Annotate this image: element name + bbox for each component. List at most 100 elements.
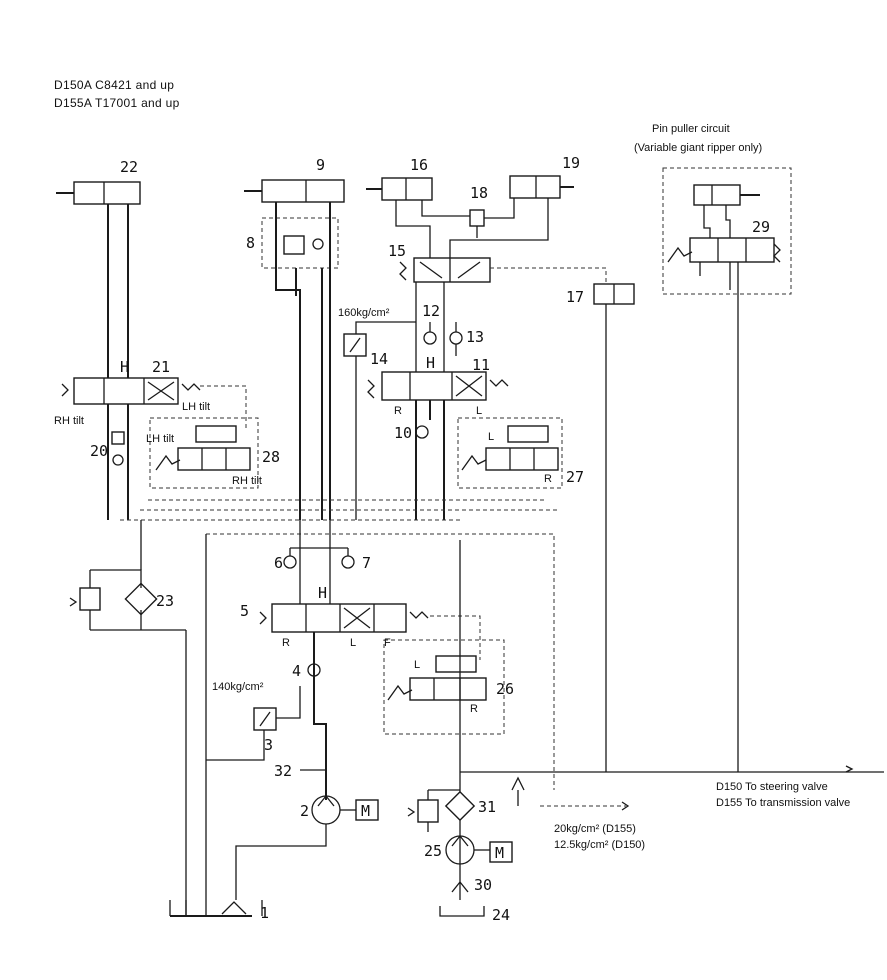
- motor-2-label: M: [361, 802, 370, 820]
- label-24: 24: [492, 906, 510, 924]
- check-valve-6: [283, 555, 297, 569]
- label-H-21: H: [120, 358, 129, 376]
- label-R-26: R: [470, 703, 478, 715]
- pin-puller-title: Pin puller circuit: [652, 123, 730, 135]
- outlet-d155: D155 To transmission valve: [716, 797, 850, 809]
- label-R-5: R: [282, 637, 290, 649]
- label-31: 31: [478, 798, 496, 816]
- label-H-11: H: [426, 354, 435, 372]
- throttle-valve-18: [469, 209, 485, 238]
- label-20: 20: [90, 442, 108, 460]
- label-4: 4: [292, 662, 301, 680]
- label-L-5: L: [350, 637, 356, 649]
- label-25: 25: [424, 842, 442, 860]
- label-L-11: L: [476, 405, 482, 417]
- tank-strainer-1: [221, 901, 247, 915]
- motor-25-label: M: [495, 844, 504, 862]
- label-9: 9: [316, 156, 325, 174]
- label-L-26: L: [414, 659, 420, 671]
- label-12: 12: [422, 302, 440, 320]
- check-valve-4: [307, 663, 321, 677]
- pin-puller-subtitle: (Variable giant ripper only): [634, 142, 762, 154]
- label-22: 22: [120, 158, 138, 176]
- check-valve-7: [341, 555, 355, 569]
- label-7: 7: [362, 554, 371, 572]
- valve-28-boundary: [149, 417, 259, 489]
- label-R-11: R: [394, 405, 402, 417]
- label-28: 28: [262, 448, 280, 466]
- label-13: 13: [466, 328, 484, 346]
- cylinder-22: [56, 181, 141, 205]
- label-3: 3: [264, 736, 273, 754]
- valve-15: [399, 257, 491, 283]
- label-5: 5: [240, 602, 249, 620]
- control-valve-11: [367, 371, 509, 401]
- label-lh-tilt: LH tilt: [182, 401, 210, 413]
- relief-valve-23: [69, 587, 101, 611]
- label-1: 1: [260, 904, 269, 922]
- label-lh-tilt-28: LH tilt: [146, 433, 174, 445]
- strainer-30: [451, 880, 469, 893]
- label-18: 18: [470, 184, 488, 202]
- cylinder-9: [244, 179, 345, 203]
- label-2: 2: [300, 802, 309, 820]
- cylinder-16: [366, 177, 433, 201]
- label-L-27: L: [488, 431, 494, 443]
- label-rh-tilt: RH tilt: [54, 415, 84, 427]
- motor-25: [489, 841, 513, 863]
- pressure-160: 160kg/cm²: [338, 307, 390, 319]
- label-8: 8: [246, 234, 255, 252]
- valve-8-boundary: [261, 217, 339, 269]
- relief-valve-31: [407, 799, 439, 823]
- label-17: 17: [566, 288, 584, 306]
- label-11: 11: [472, 356, 490, 374]
- valve-26: [387, 655, 487, 701]
- label-23: 23: [156, 592, 174, 610]
- relief-valve-14: [343, 333, 367, 357]
- label-32: 32: [274, 762, 292, 780]
- valve-8: [283, 235, 324, 255]
- label-27: 27: [566, 468, 584, 486]
- pin-puller-boundary: [662, 167, 792, 295]
- model-line-d155a: D155A T17001 and up: [54, 96, 180, 110]
- solenoid-valve-17: [593, 283, 635, 772]
- label-29: 29: [752, 218, 770, 236]
- cylinder-pin-puller: [693, 184, 760, 206]
- control-valve-21: [61, 377, 201, 405]
- pressure-12-5: 12.5kg/cm² (D150): [554, 839, 645, 851]
- label-16: 16: [410, 156, 428, 174]
- label-F-5: F: [384, 637, 391, 649]
- label-26: 26: [496, 680, 514, 698]
- valve-27-boundary: [457, 417, 563, 489]
- cylinder-19: [509, 175, 574, 199]
- filter-23: [124, 582, 158, 616]
- valve-29: [667, 237, 781, 263]
- check-valve-12: [423, 331, 437, 345]
- model-line-d150a: D150A C8421 and up: [54, 78, 175, 92]
- pressure-20: 20kg/cm² (D155): [554, 823, 636, 835]
- label-10: 10: [394, 424, 412, 442]
- label-30: 30: [474, 876, 492, 894]
- label-19: 19: [562, 154, 580, 172]
- restrictor-20: [111, 431, 125, 445]
- pressure-140: 140kg/cm²: [212, 681, 264, 693]
- label-21: 21: [152, 358, 170, 376]
- check-valve-10: [415, 425, 429, 439]
- label-15: 15: [388, 242, 406, 260]
- valve-27: [461, 425, 559, 471]
- label-14: 14: [370, 350, 388, 368]
- outlet-d150: D150 To steering valve: [716, 781, 828, 793]
- valve-28: [155, 425, 251, 471]
- relief-valve-3: [253, 707, 277, 731]
- label-H-5: H: [318, 584, 327, 602]
- filter-31: [444, 790, 476, 822]
- label-R-27: R: [544, 473, 552, 485]
- check-valve-20: [112, 454, 124, 466]
- label-6: 6: [274, 554, 283, 572]
- check-valve-13: [449, 331, 463, 345]
- control-valve-5: [259, 603, 429, 633]
- valve-26-boundary: [383, 639, 505, 735]
- pump-2: [311, 795, 341, 825]
- label-rh-tilt-28: RH tilt: [232, 475, 262, 487]
